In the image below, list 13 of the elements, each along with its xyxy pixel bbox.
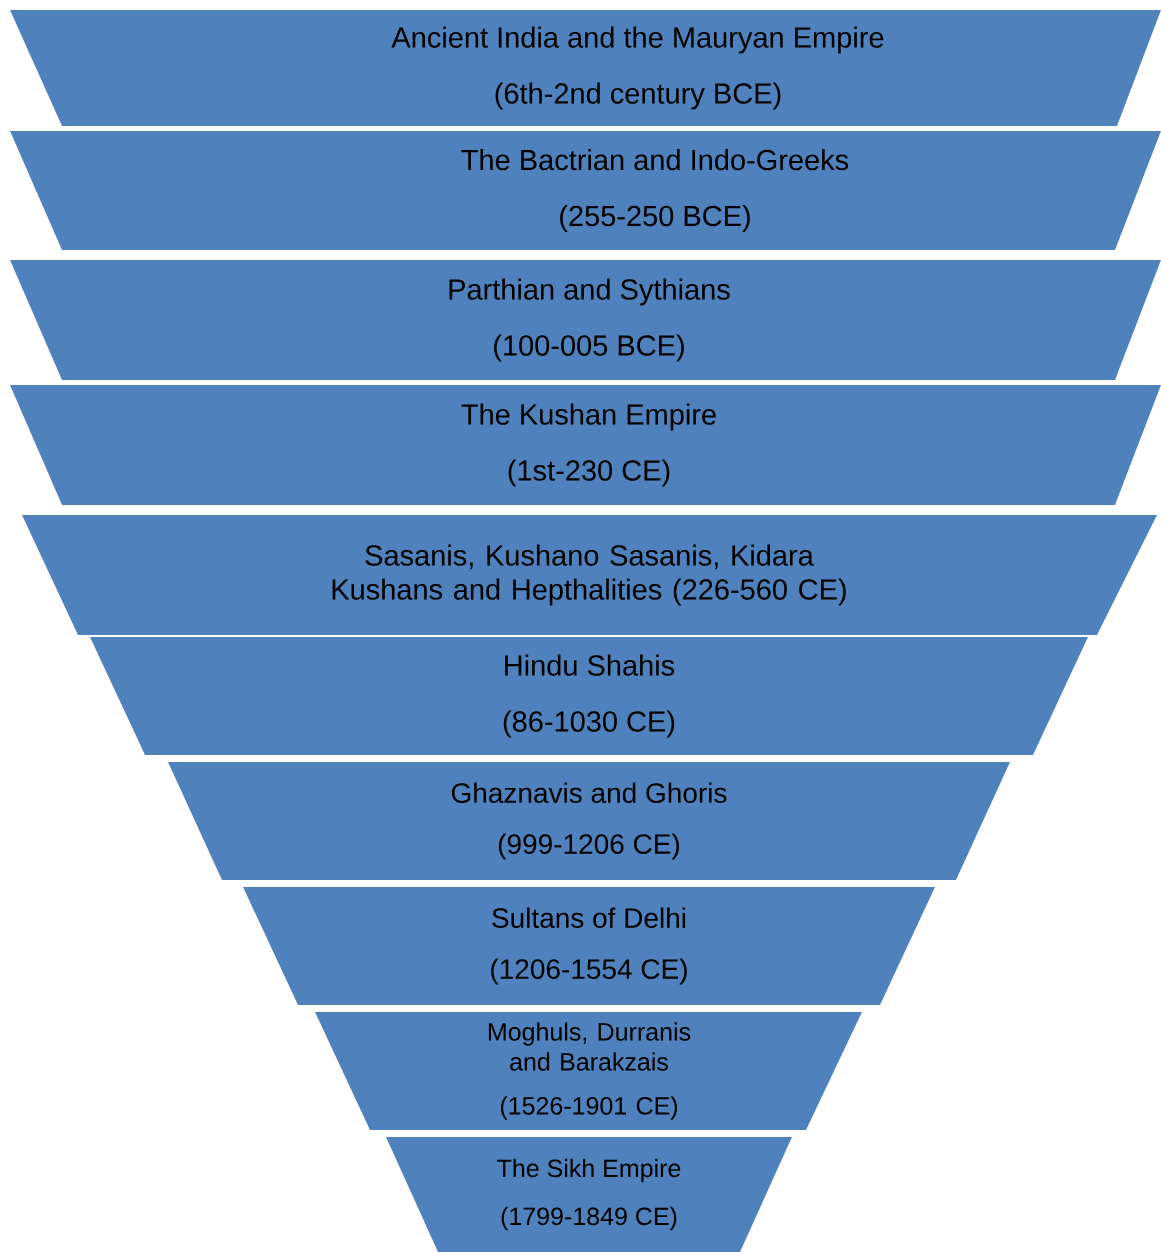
node-label: (86-1030 CE) <box>503 710 675 738</box>
trapezoid-band: The Bactrian and Indo-Greeks (255-250 BCE) <box>10 131 1161 250</box>
node-label: Hindu Shahis <box>505 654 675 676</box>
trapezoid-band: Ghaznavis and Ghoris (999-1206 CE) <box>168 762 1010 880</box>
trapezoid-band: Parthian and Sythians (100-005 BCE) <box>10 260 1161 380</box>
trapezoid-band: The Sikh Empire (1799-1849 CE) <box>386 1137 792 1252</box>
trapezoid-band: Moghuls, Durranis and Barakzais (1526-1901 CE) <box>315 1012 862 1130</box>
node-label: Sasanis, Kushano Sasanis, Kidara Kushans and Hepthalities (226-560 CE) <box>332 544 846 606</box>
trapezoid-band: Sasanis, Kushano Sasanis, Kidara Kushans and Hepthalities (226-560 CE) <box>22 515 1157 635</box>
trapezoid-band: The Kushan Empire (1st-230 CE) <box>10 385 1161 505</box>
trapezoid-band: Hindu Shahis (86-1030 CE) <box>90 637 1088 755</box>
trapezoid-band: Sultans of Delhi (1206-1554 CE) <box>243 887 935 1005</box>
trapezoid-band: Ancient India and the Mauryan Empire (6th-2nd century BCE) <box>10 10 1161 126</box>
